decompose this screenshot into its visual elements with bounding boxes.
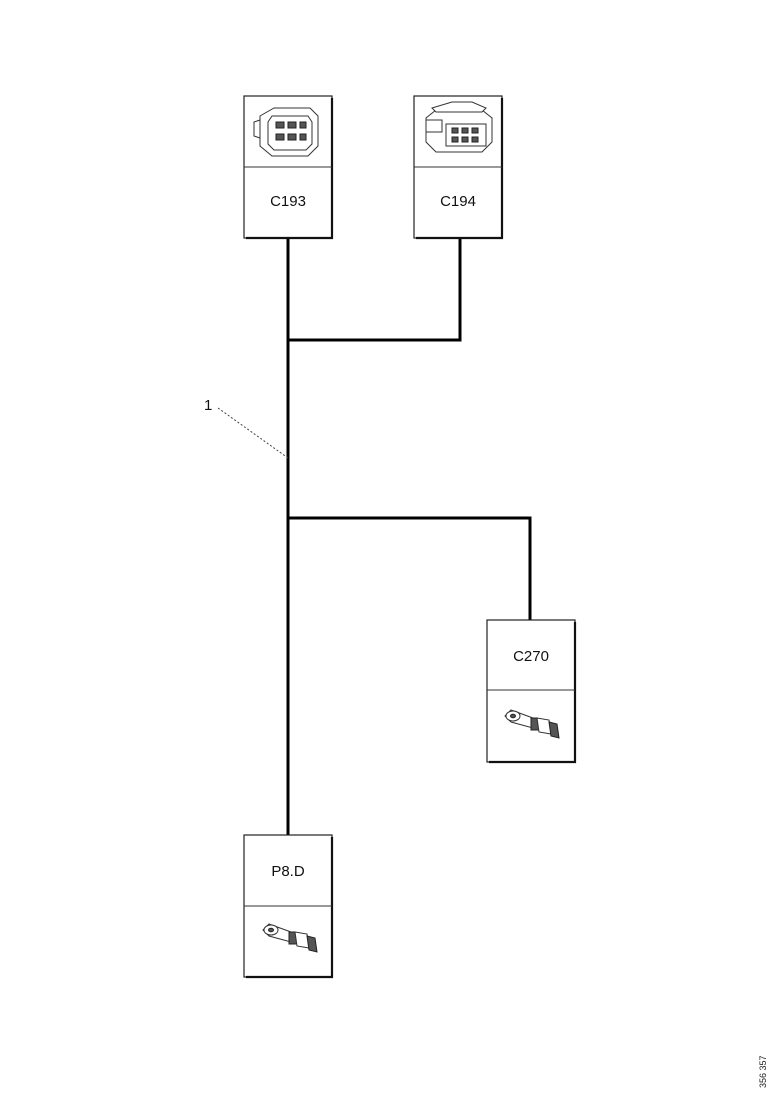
wire-harness [286, 236, 532, 837]
branch-wire-c194 [286, 236, 462, 342]
connector-c270-label: C270 [513, 648, 549, 665]
connector-p8d: P8.D [243, 834, 334, 979]
connector-c193-label: C193 [270, 193, 306, 210]
connector-plug-icon [253, 107, 319, 157]
callout-label: 1 [204, 397, 212, 414]
connector-c270-box [486, 619, 576, 763]
connector-c194: C194 [413, 95, 504, 240]
connector-c270: C270 [486, 619, 577, 764]
connector-p8d-shadow [246, 837, 334, 979]
connector-c194-shadow [416, 98, 504, 240]
connector-c194-label: C194 [440, 193, 476, 210]
branch-wire-c270 [286, 516, 532, 622]
drawing-reference-number: 356 357 [758, 1055, 768, 1088]
connector-c270-shadow [489, 622, 577, 764]
ring-terminal-icon [262, 923, 318, 953]
connector-p8d-label: P8.D [271, 863, 305, 880]
ring-terminal-icon [504, 709, 560, 739]
connector-plug-icon [425, 101, 493, 153]
connector-c193-shadow [246, 98, 334, 240]
connector-c193: C193 [243, 95, 334, 240]
callout-1: 1 [204, 397, 289, 459]
callout-leader-line [217, 407, 289, 459]
